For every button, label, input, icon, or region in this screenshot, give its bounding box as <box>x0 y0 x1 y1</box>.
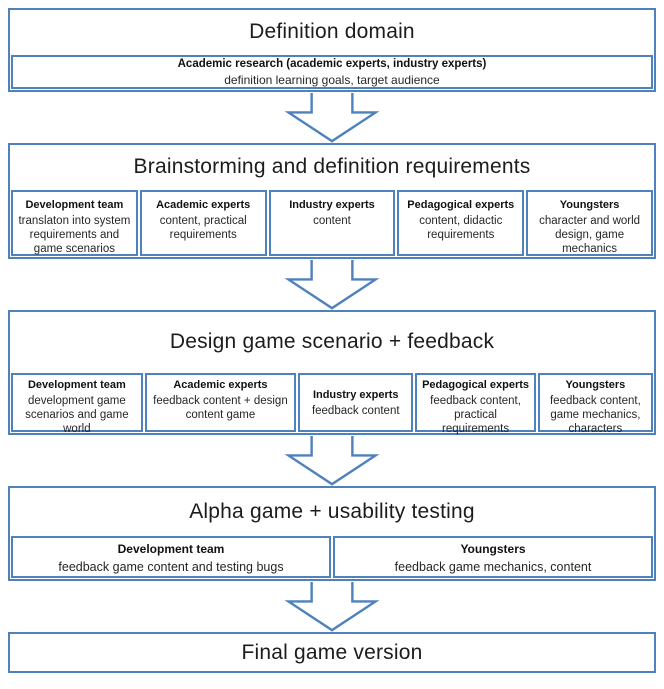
cell-industry-experts: Industry experts feedback content <box>298 373 414 432</box>
stage-title: Definition domain <box>249 20 415 43</box>
cell-header: Youngsters <box>559 199 620 211</box>
cell-body: definition learning goals, target audien… <box>224 72 440 87</box>
cell-header: Industry experts <box>312 389 399 401</box>
cell-body: content <box>313 215 351 227</box>
cell-pedagogical-experts: Pedagogical experts content, didactic re… <box>397 190 525 256</box>
cell-body: development game scenarios and game worl… <box>25 395 129 435</box>
cell-academic-experts: Academic experts feedback content + desi… <box>144 373 297 432</box>
cell-industry-experts: Industry experts content <box>268 190 396 256</box>
cell-body: content, didactic requirements <box>419 215 503 241</box>
stage-title: Alpha game + usability testing <box>189 499 475 523</box>
cell-header: Development team <box>27 379 126 391</box>
stage-cells: Development team feedback game content a… <box>10 535 654 579</box>
stage-brainstorming: Brainstorming and definition requirement… <box>8 143 656 259</box>
cell-header: Academic experts <box>173 379 268 391</box>
cell-development-team: Development team development game scenar… <box>11 373 143 435</box>
stage-design-scenario: Design game scenario + feedback Developm… <box>8 310 656 435</box>
cell-body: feedback game mechanics, content <box>394 560 592 574</box>
stage-title: Brainstorming and definition requirement… <box>133 155 531 178</box>
cell-header: Academic research (academic experts, ind… <box>177 57 487 70</box>
cell-development-team: Development team feedback game content a… <box>11 536 331 578</box>
down-arrow-icon <box>284 435 380 486</box>
arrow-gap <box>8 581 656 632</box>
cell-pedagogical-experts: Pedagogical experts feedback content, pr… <box>415 373 536 435</box>
cell-body: translaton into system requirements and … <box>18 215 131 255</box>
cell-header: Industry experts <box>289 199 375 211</box>
cell-academic-research: Academic research (academic experts, ind… <box>11 55 653 89</box>
cell-youngsters: Youngsters feedback content, game mechan… <box>537 373 653 435</box>
cell-body: character and world design, game mechani… <box>539 215 641 255</box>
cell-header: Development team <box>117 542 225 556</box>
stage-definition-domain: Definition domain Academic research (aca… <box>8 8 656 92</box>
stage-cells: Development team development game scenar… <box>10 372 654 435</box>
cell-body: feedback content, game mechanics, charac… <box>549 395 641 435</box>
stage-final-version: Final game version <box>8 632 656 673</box>
cell-development-team: Development team translaton into system … <box>11 190 138 256</box>
cell-body: feedback game content and testing bugs <box>58 560 284 574</box>
cell-header: Development team <box>25 199 124 211</box>
cell-body: feedback content, practical requirements <box>430 395 521 435</box>
stage-cells: Academic research (academic experts, ind… <box>10 54 654 90</box>
cell-body: feedback content <box>311 405 400 417</box>
cell-body: content, practical requirements <box>159 215 247 241</box>
cell-header: Pedagogical experts <box>407 199 515 211</box>
stage-alpha-testing: Alpha game + usability testing Developme… <box>8 486 656 581</box>
cell-header: Youngsters <box>460 542 526 556</box>
cell-youngsters: Youngsters character and world design, g… <box>526 190 653 256</box>
cell-academic-experts: Academic experts content, practical requ… <box>139 190 267 256</box>
cell-header: Academic experts <box>156 199 251 211</box>
cell-body: feedback content + design content game <box>153 395 288 421</box>
down-arrow-icon <box>284 259 380 310</box>
down-arrow-icon <box>284 581 380 632</box>
cell-youngsters: Youngsters feedback game mechanics, cont… <box>333 536 653 578</box>
arrow-gap <box>8 259 656 310</box>
down-arrow-icon <box>284 92 380 143</box>
stage-title: Final game version <box>241 640 423 664</box>
cell-header: Pedagogical experts <box>422 379 530 391</box>
cell-header: Youngsters <box>565 379 626 391</box>
arrow-gap <box>8 435 656 486</box>
stage-cells: Development team translaton into system … <box>10 189 654 257</box>
arrow-gap <box>8 92 656 143</box>
stage-title: Design game scenario + feedback <box>169 330 495 353</box>
